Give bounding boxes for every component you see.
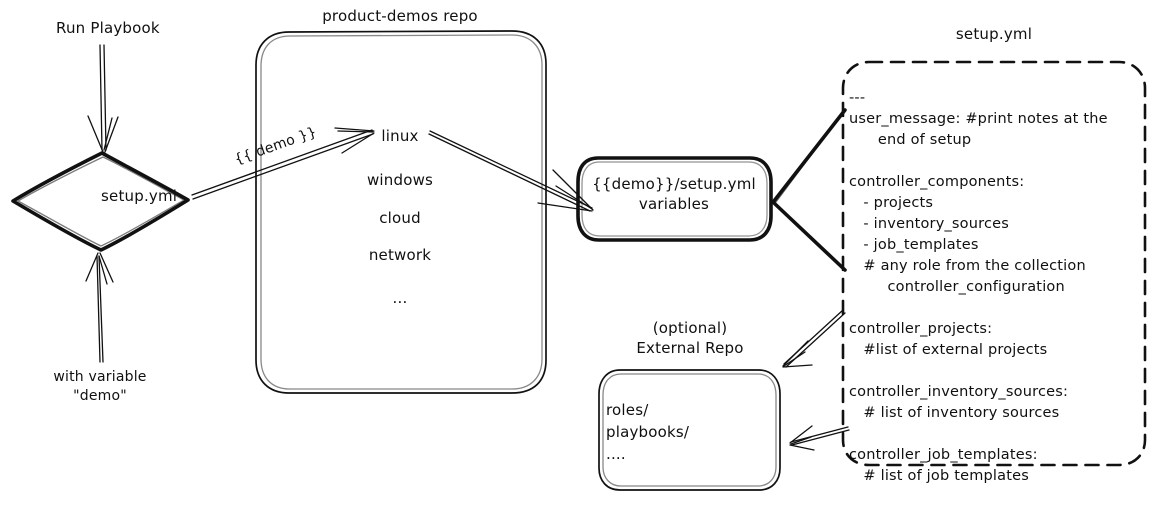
with-variable-label: with variable "demo" bbox=[53, 369, 147, 404]
arrow-run-playbook-to-setup bbox=[87, 44, 119, 153]
variables-box[interactable] bbox=[576, 156, 773, 242]
repo-item-ellipsis: ... bbox=[392, 289, 408, 307]
external-repo-contents: roles/ playbooks/ .... bbox=[606, 401, 690, 463]
product-demos-repo-title: product-demos repo bbox=[322, 7, 478, 25]
arrow-controller-projects-to-external-repo bbox=[782, 309, 846, 368]
arrow-controller-job-templates-to-external-repo bbox=[789, 425, 850, 451]
variables-box-label: {{demo}}/setup.yml variables bbox=[592, 175, 756, 214]
arrow-linux-to-variables-box bbox=[428, 130, 594, 212]
repo-item-linux: linux bbox=[381, 127, 419, 145]
setup-yml-dashed-box[interactable] bbox=[841, 60, 1147, 467]
connector-variables-to-setup-yml bbox=[772, 108, 847, 272]
setup-yml-box-title: setup.yml bbox=[955, 25, 1033, 43]
run-playbook-label: Run Playbook bbox=[56, 19, 160, 37]
arrow-setup-to-linux bbox=[191, 127, 375, 200]
repo-item-network: network bbox=[368, 246, 432, 264]
external-repo-caption: (optional) External Repo bbox=[636, 319, 744, 358]
repo-item-windows: windows bbox=[366, 171, 434, 189]
repo-item-cloud: cloud bbox=[379, 209, 421, 227]
product-demos-repo-box[interactable] bbox=[255, 30, 547, 394]
setup-yml-diamond-label: setup.yml bbox=[101, 187, 178, 205]
arrow-with-variable-to-setup bbox=[85, 252, 114, 363]
external-repo-box[interactable] bbox=[598, 369, 781, 491]
setup-yml-diamond-shape[interactable] bbox=[11, 151, 190, 252]
setup-yml-content: --- user_message: #print notes at the en… bbox=[849, 90, 1108, 484]
